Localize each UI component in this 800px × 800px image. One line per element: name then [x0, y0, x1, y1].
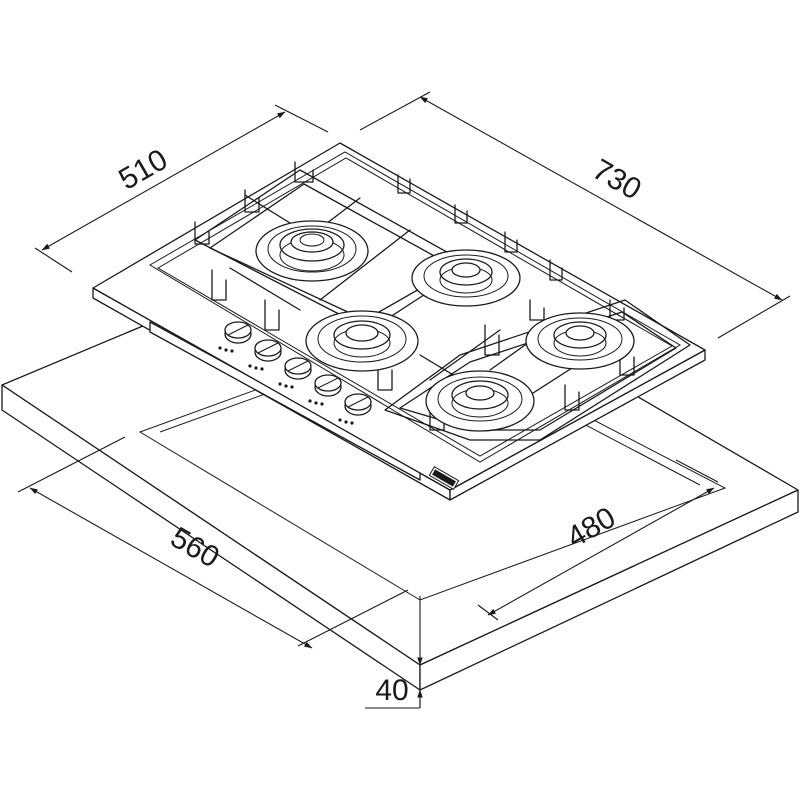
grid-finger	[619, 349, 635, 376]
brand-logo	[428, 465, 460, 491]
grid-bar	[429, 329, 501, 381]
dimension-worktop-thickness: 40	[365, 596, 423, 709]
burner	[255, 220, 369, 282]
grid-finger	[264, 299, 280, 331]
burner	[425, 370, 535, 432]
grid-bar	[319, 229, 411, 301]
grid-finger	[397, 174, 411, 194]
burner	[305, 310, 419, 372]
grid-finger	[529, 299, 545, 321]
control-knob	[218, 321, 252, 353]
grid-finger	[294, 161, 314, 183]
grid-finger	[377, 359, 393, 391]
control-knob	[248, 339, 282, 371]
grid-bar	[229, 267, 301, 311]
pan-support-right	[384, 299, 691, 441]
grid-finger	[484, 324, 500, 356]
burner	[525, 312, 635, 370]
grid-finger	[564, 384, 580, 411]
dimension-label-40: 40	[375, 674, 408, 707]
dimension-label-510: 510	[113, 143, 173, 197]
control-knob	[338, 393, 372, 425]
control-knob	[278, 357, 312, 389]
dimension-label-730: 730	[587, 153, 647, 207]
control-knob	[308, 374, 342, 406]
grid-finger	[211, 269, 227, 301]
burner	[411, 249, 521, 307]
